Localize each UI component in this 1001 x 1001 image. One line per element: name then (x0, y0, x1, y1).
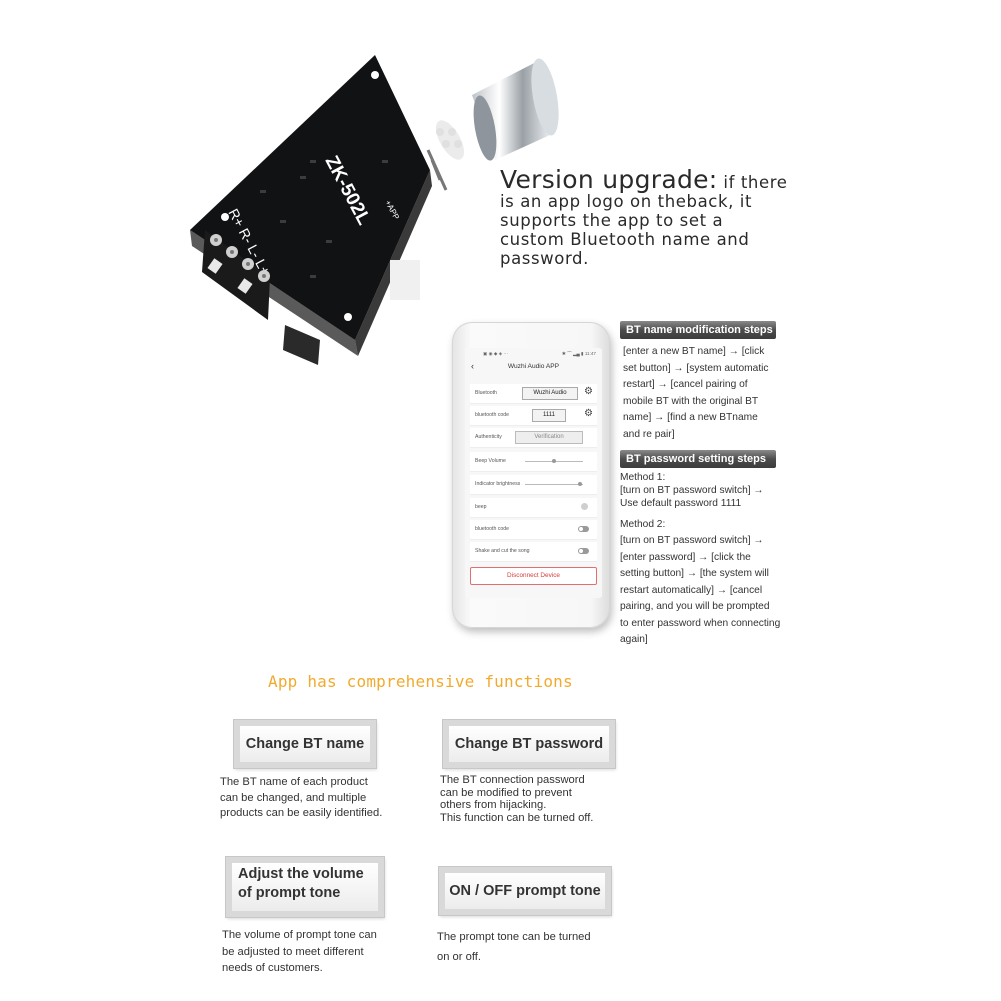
beep-row: beep (470, 498, 597, 518)
back-arrow-icon[interactable]: ‹ (471, 361, 474, 371)
desc-line: others from hijacking. (440, 799, 547, 812)
status-bar-right: ✱ ⌒ ▂▄ ▮ 11:47 (561, 351, 596, 356)
bt-password-steps-title: BT password setting steps (620, 450, 776, 468)
shake-toggle[interactable] (578, 548, 589, 554)
step-line: Use default password 1111 (620, 498, 742, 510)
step-line: [enter password] → [click the (620, 551, 751, 563)
indicator-brightness-slider[interactable] (525, 482, 583, 486)
amplifier-board-image: ZK-502L +APP R+ R- L- L+ (150, 40, 570, 380)
indicator-brightness-label: Indicator brightness (475, 481, 521, 487)
slider-knob[interactable] (578, 482, 583, 486)
desc-line: products can be easily identified. (220, 807, 383, 819)
adjust-volume-label: of prompt tone (238, 885, 341, 901)
version-upgrade-line: if there (717, 173, 788, 192)
desc-line: This function can be turned off. (440, 811, 594, 824)
step-line: Method 2: (620, 518, 666, 530)
change-bt-password-card: Change BT password (443, 720, 615, 768)
bt-code-switch-row: bluetooth code (470, 520, 597, 540)
version-upgrade-heading: Version upgrade: (500, 165, 718, 194)
bluetooth-code-label: bluetooth code (475, 412, 510, 418)
step-line: set button] → [system automatic (623, 362, 769, 374)
version-upgrade-note: Version upgrade: if there is an app logo… (500, 167, 800, 268)
step-line: again] (620, 634, 648, 646)
desc-line: can be modified to prevent (440, 786, 572, 799)
bt-password-steps-panel: BT password setting steps Method 1: [turn… (620, 450, 800, 649)
step-line: [enter a new BT name] → [click (623, 346, 765, 357)
bt-name-steps-text: [enter a new BT name] → [click set button… (620, 344, 780, 443)
onoff-prompt-desc: The prompt tone can be turned on or off. (437, 927, 591, 967)
desc-line: The volume of prompt tone can (222, 929, 377, 941)
onoff-prompt-card: ON / OFF prompt tone (439, 867, 611, 915)
step-line: name] → [find a new BTname (623, 412, 758, 423)
step-line: to enter password when connecting (620, 617, 781, 629)
shake-label: Shake and cut the song (475, 548, 530, 554)
desc-line: The prompt tone can be turned (437, 931, 591, 943)
desc-line: The BT connection password (440, 774, 585, 786)
change-bt-name-desc: The BT name of each product can be change… (220, 775, 382, 822)
features-title: App has comprehensive functions (268, 672, 573, 691)
beep-label: beep (475, 504, 487, 510)
app-screen: ▣ ◉ ◆ ◈ ··· ✱ ⌒ ▂▄ ▮ 11:47 ‹ Wuzhi Audio… (465, 348, 602, 598)
bluetooth-name-field[interactable]: Wuzhi Audio (522, 387, 578, 400)
version-upgrade-line: custom Bluetooth name and (500, 230, 750, 249)
bluetooth-name-row: Bluetooth Wuzhi Audio ⚙ (470, 384, 597, 404)
indicator-brightness-row: Indicator brightness (470, 475, 597, 495)
desc-line: needs of customers. (222, 962, 323, 974)
adjust-volume-label: Adjust the volume (238, 866, 364, 882)
method1-text: Method 1: [turn on BT password switch] →U… (620, 471, 800, 511)
step-line: restart automatically] → [cancel (620, 584, 763, 596)
app-title: Wuzhi Audio APP (507, 363, 560, 370)
bt-name-steps-title: BT name modification steps (620, 321, 776, 339)
beep-volume-slider[interactable] (525, 459, 583, 463)
verification-button[interactable]: Verification (515, 431, 583, 444)
bt-code-toggle[interactable] (578, 526, 589, 532)
disconnect-device-button[interactable]: Disconnect Device (470, 567, 597, 585)
step-line: pairing, and you will be prompted (620, 601, 770, 613)
bluetooth-code-row: bluetooth code 1111 ⚙ (470, 406, 597, 426)
desc-line: on or off. (437, 951, 481, 963)
version-upgrade-line: is an app logo on theback, it (500, 192, 753, 211)
step-line: Method 1: (620, 472, 666, 483)
bluetooth-label: Bluetooth (475, 390, 497, 396)
authenticity-row: Authenticity Verification (470, 428, 597, 448)
beep-volume-label: Beep Volume (475, 458, 506, 464)
beep-toggle[interactable] (581, 503, 588, 510)
desc-line: The BT name of each product (220, 776, 368, 788)
slider-knob[interactable] (552, 459, 556, 463)
step-line: mobile BT with the original BT (623, 395, 759, 407)
authenticity-label: Authenticity (475, 434, 502, 440)
gear-icon[interactable]: ⚙ (584, 408, 593, 419)
method2-text: Method 2: [turn on BT password switch] → [… (620, 517, 800, 649)
beep-volume-row: Beep Volume (470, 452, 597, 472)
change-bt-name-card: Change BT name (234, 720, 376, 768)
version-upgrade-line: supports the app to set a (500, 211, 724, 230)
gear-icon[interactable]: ⚙ (584, 386, 593, 397)
status-bar-left: ▣ ◉ ◆ ◈ ··· (483, 351, 509, 356)
bluetooth-code-field[interactable]: 1111 (532, 409, 566, 422)
bt-code-switch-label: bluetooth code (475, 526, 510, 532)
desc-line: be adjusted to meet different (222, 945, 364, 958)
step-line: [turn on BT password switch] → (620, 485, 764, 497)
step-line: and re pair] (623, 428, 675, 440)
step-line: [turn on BT password switch] → (620, 535, 764, 547)
desc-line: can be changed, and multiple (220, 791, 367, 804)
version-upgrade-line: password. (500, 249, 589, 268)
bt-name-steps-panel: BT name modification steps [enter a new … (620, 321, 780, 443)
step-line: restart] → [cancel pairing of (623, 379, 748, 390)
shake-row: Shake and cut the song (470, 542, 597, 562)
adjust-volume-desc: The volume of prompt tone can be adjusted… (222, 927, 377, 977)
adjust-volume-card: Adjust the volume of prompt tone (226, 857, 384, 917)
step-line: setting button] → [the system will (620, 568, 769, 580)
